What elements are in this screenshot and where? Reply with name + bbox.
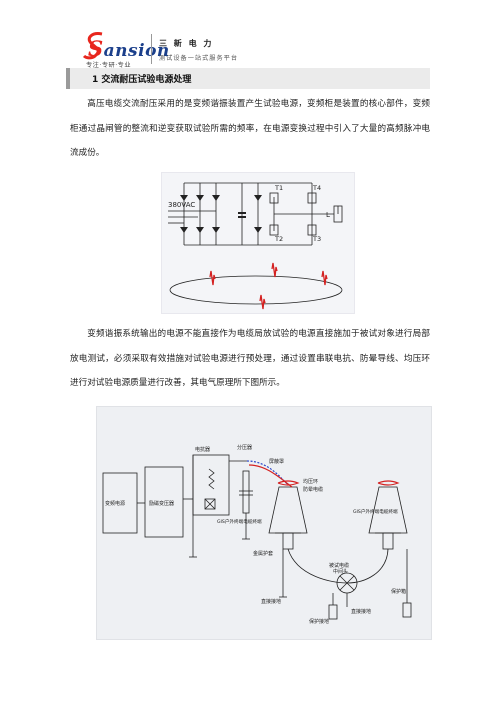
right-termination-label: GIS户外终端电缆终端 — [353, 508, 398, 515]
test-wiring-figure: 变频电源 励磁变压器 电抗器 分压器 屏蔽罩 均压环 防晕电缆 GIS户外终端电… — [96, 406, 432, 640]
divider-label: 分压器 — [237, 444, 252, 451]
test-wiring-diagram: 变频电源 励磁变压器 电抗器 分压器 屏蔽罩 均压环 防晕电缆 GIS户外终端电… — [102, 444, 412, 625]
header-divider — [151, 34, 152, 64]
joint-label: 中间头 — [333, 568, 348, 575]
paragraph-intro: 高压电缆交流耐压采用的是变频谐振装置产生试验电源，变频柜是装置的核心部件，变频柜… — [70, 99, 430, 158]
ground-left-label: 直接接地 — [261, 598, 281, 605]
inverter-circuit-diagram: 380VAC T1 T4 T2 T3 L — [168, 182, 343, 310]
paragraph-principle: 变频谐振系统输出的电源不能直接作为电缆局放试验的电源直接施加于被试对象进行局部放… — [70, 329, 430, 388]
load-label: L — [326, 211, 330, 219]
anti-corona-label: 防晕电缆 — [303, 486, 323, 493]
logo-wordmark: Sansion — [88, 36, 170, 61]
page-header: Sansion 专注·专研·专业 三 新 电 力 测试设备一站式服务平台 — [78, 26, 278, 74]
cable-label: 被试电缆 — [329, 562, 349, 569]
inverter-circuit-figure: 380VAC T1 T4 T2 T3 L — [161, 172, 355, 314]
sansion-logo-icon — [82, 32, 103, 60]
switch-t4-label: T4 — [312, 184, 321, 192]
company-tagline: 测试设备一站式服务平台 — [159, 55, 239, 62]
section-title: 1 交流耐压试验电源处理 — [92, 75, 192, 85]
switch-t1-label: T1 — [274, 184, 283, 192]
logo-slogan: 专注·专研·专业 — [86, 62, 132, 69]
company-name: 三 新 电 力 — [159, 39, 214, 48]
section-heading: 1 交流耐压试验电源处理 — [66, 68, 430, 89]
protect-box-label: 保护箱 — [391, 588, 406, 595]
ring-label: 均压环 — [303, 478, 318, 485]
reactor-label: 电抗器 — [195, 446, 210, 453]
switch-t3-label: T3 — [312, 235, 321, 243]
input-voltage-label: 380VAC — [168, 201, 195, 209]
sheath-label: 金属护套 — [253, 550, 273, 557]
protect-ground-label: 保护接地 — [309, 618, 329, 625]
switch-t2-label: T2 — [274, 235, 283, 243]
exciter-label: 励磁变压器 — [149, 500, 174, 507]
shield-label: 屏蔽罩 — [269, 458, 284, 465]
left-termination-label: GIS户外终端电缆终端 — [217, 518, 262, 525]
freq-source-label: 变频电源 — [105, 500, 125, 507]
ground-mid-label: 直接接地 — [351, 608, 371, 615]
